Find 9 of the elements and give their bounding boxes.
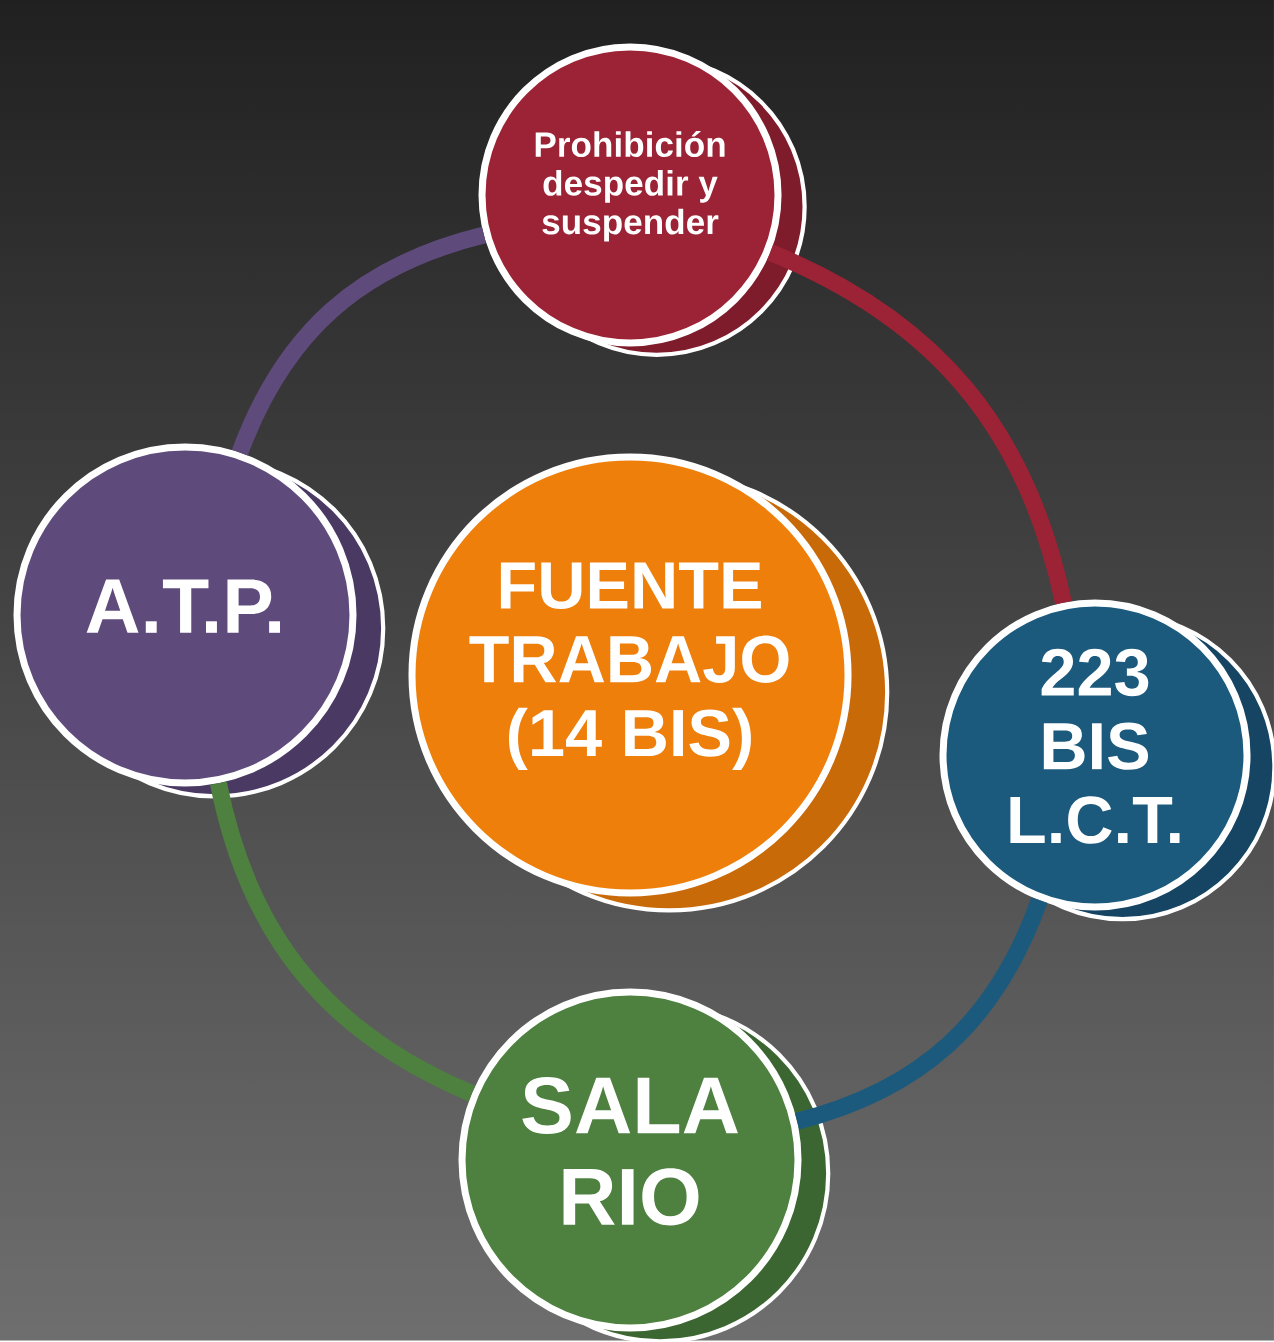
ring-connector	[766, 244, 1072, 605]
ring-connector	[210, 781, 476, 1102]
ring-connector	[794, 897, 1048, 1130]
ring-connector	[232, 226, 487, 456]
circle-node: A.T.P.	[13, 443, 386, 799]
circle-node: 223 BIS L.C.T.	[939, 599, 1274, 922]
circle-node: FUENTE TRABAJO (14 BIS)	[408, 453, 890, 913]
circle-node: Prohibición despedir y suspender	[478, 43, 807, 357]
circle-node: SALA RIO	[458, 988, 831, 1342]
